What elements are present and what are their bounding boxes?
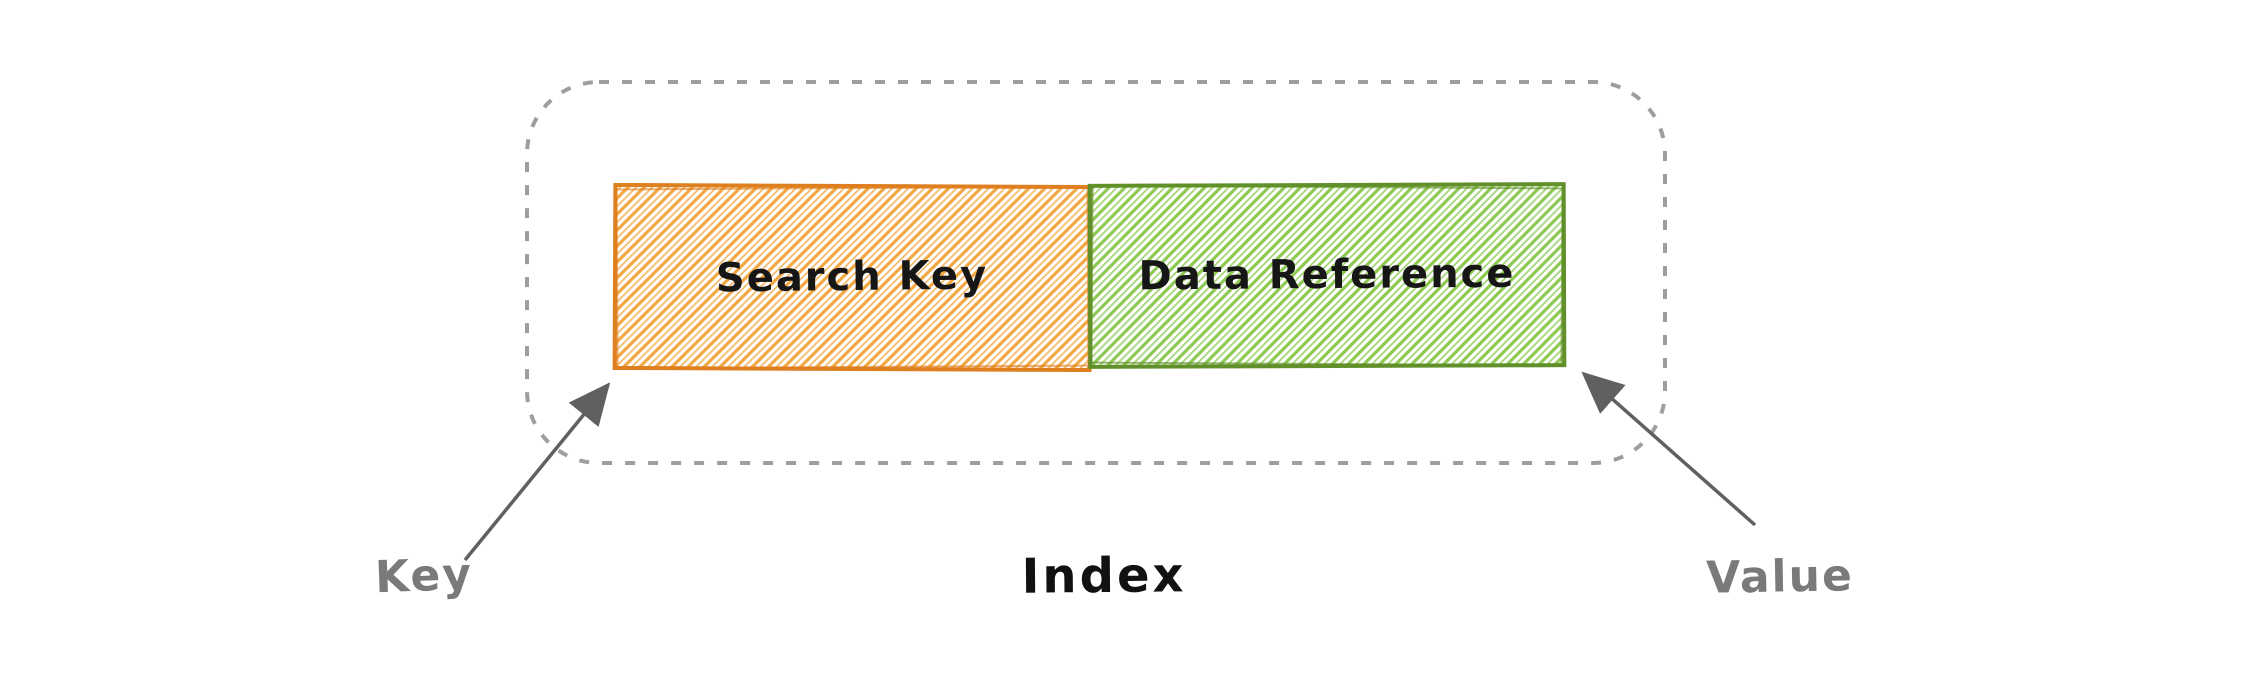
data-reference-box bbox=[1087, 182, 1567, 369]
value-callout-label: Value bbox=[1705, 550, 1855, 604]
search-key-label: Search Key bbox=[715, 252, 989, 302]
key-callout-label: Key bbox=[374, 548, 474, 604]
data-reference-box-rect bbox=[1087, 182, 1567, 369]
search-key-box-sketch-stroke bbox=[615, 185, 1090, 370]
data-reference-box-sketch-stroke bbox=[1090, 184, 1564, 367]
index-container-outline bbox=[525, 80, 1667, 465]
value-arrow bbox=[1581, 371, 1757, 527]
data-reference-label: Data Reference bbox=[1138, 250, 1516, 300]
index-label: Index bbox=[1021, 547, 1187, 605]
key-arrow bbox=[463, 382, 611, 562]
